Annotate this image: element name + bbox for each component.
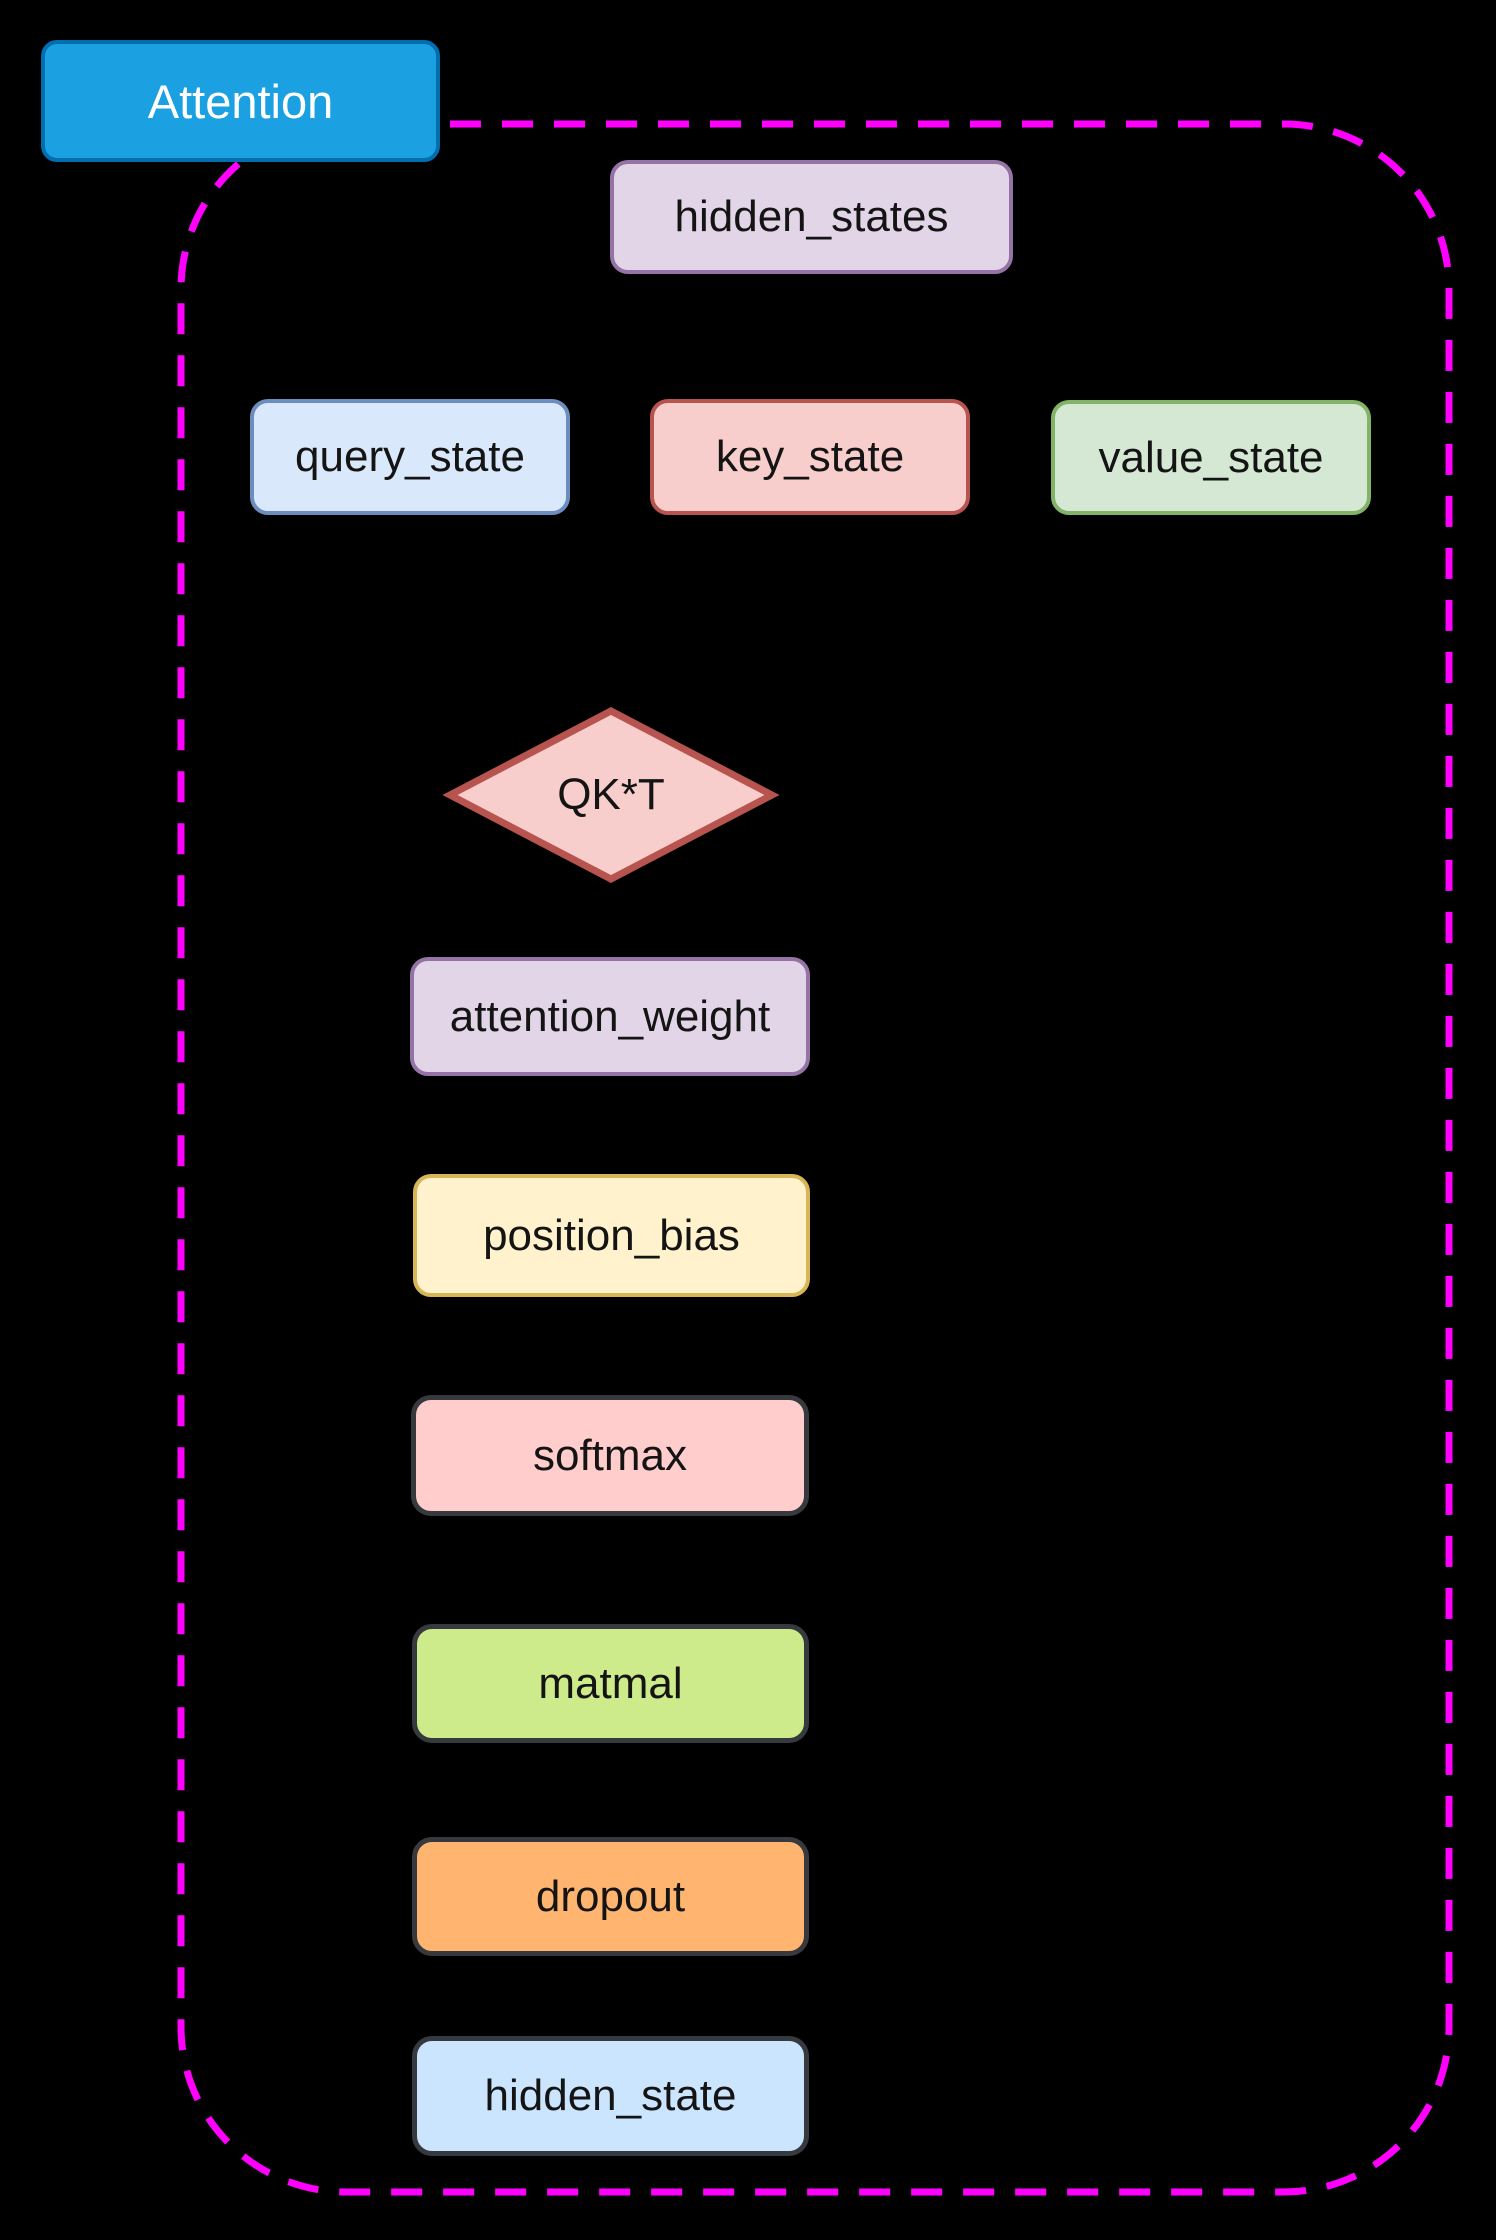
node-qkt-diamond: QK*T xyxy=(440,705,782,885)
node-value-state: value_state xyxy=(1051,400,1371,515)
node-hidden-states-label: hidden_states xyxy=(674,192,949,241)
node-position-bias-label: position_bias xyxy=(483,1210,740,1260)
node-query-state: query_state xyxy=(250,399,570,515)
node-query-state-label: query_state xyxy=(295,432,525,481)
node-hidden-state: hidden_state xyxy=(412,2036,809,2156)
node-hidden-states: hidden_states xyxy=(610,160,1013,274)
node-key-state-label: key_state xyxy=(715,432,905,481)
group-boundary-rect xyxy=(177,120,1453,2196)
node-matmal: matmal xyxy=(412,1624,809,1743)
node-key-state: key_state xyxy=(650,399,970,515)
node-softmax: softmax xyxy=(411,1395,809,1516)
attention-group-title-label: Attention xyxy=(147,74,334,128)
node-dropout: dropout xyxy=(412,1837,809,1956)
qkt-diamond-shape xyxy=(442,707,780,883)
node-attention-weight-label: attention_weight xyxy=(449,991,771,1041)
node-softmax-label: softmax xyxy=(532,1430,688,1480)
attention-group-title: Attention xyxy=(41,40,440,162)
node-matmal-label: matmal xyxy=(538,1658,683,1708)
node-qkt-label: QK*T xyxy=(557,770,665,819)
node-hidden-state-label: hidden_state xyxy=(484,2071,737,2120)
node-position-bias: position_bias xyxy=(413,1174,810,1297)
node-dropout-label: dropout xyxy=(535,1871,686,1921)
node-attention-weight: attention_weight xyxy=(410,957,810,1076)
node-value-state-label: value_state xyxy=(1098,432,1324,482)
